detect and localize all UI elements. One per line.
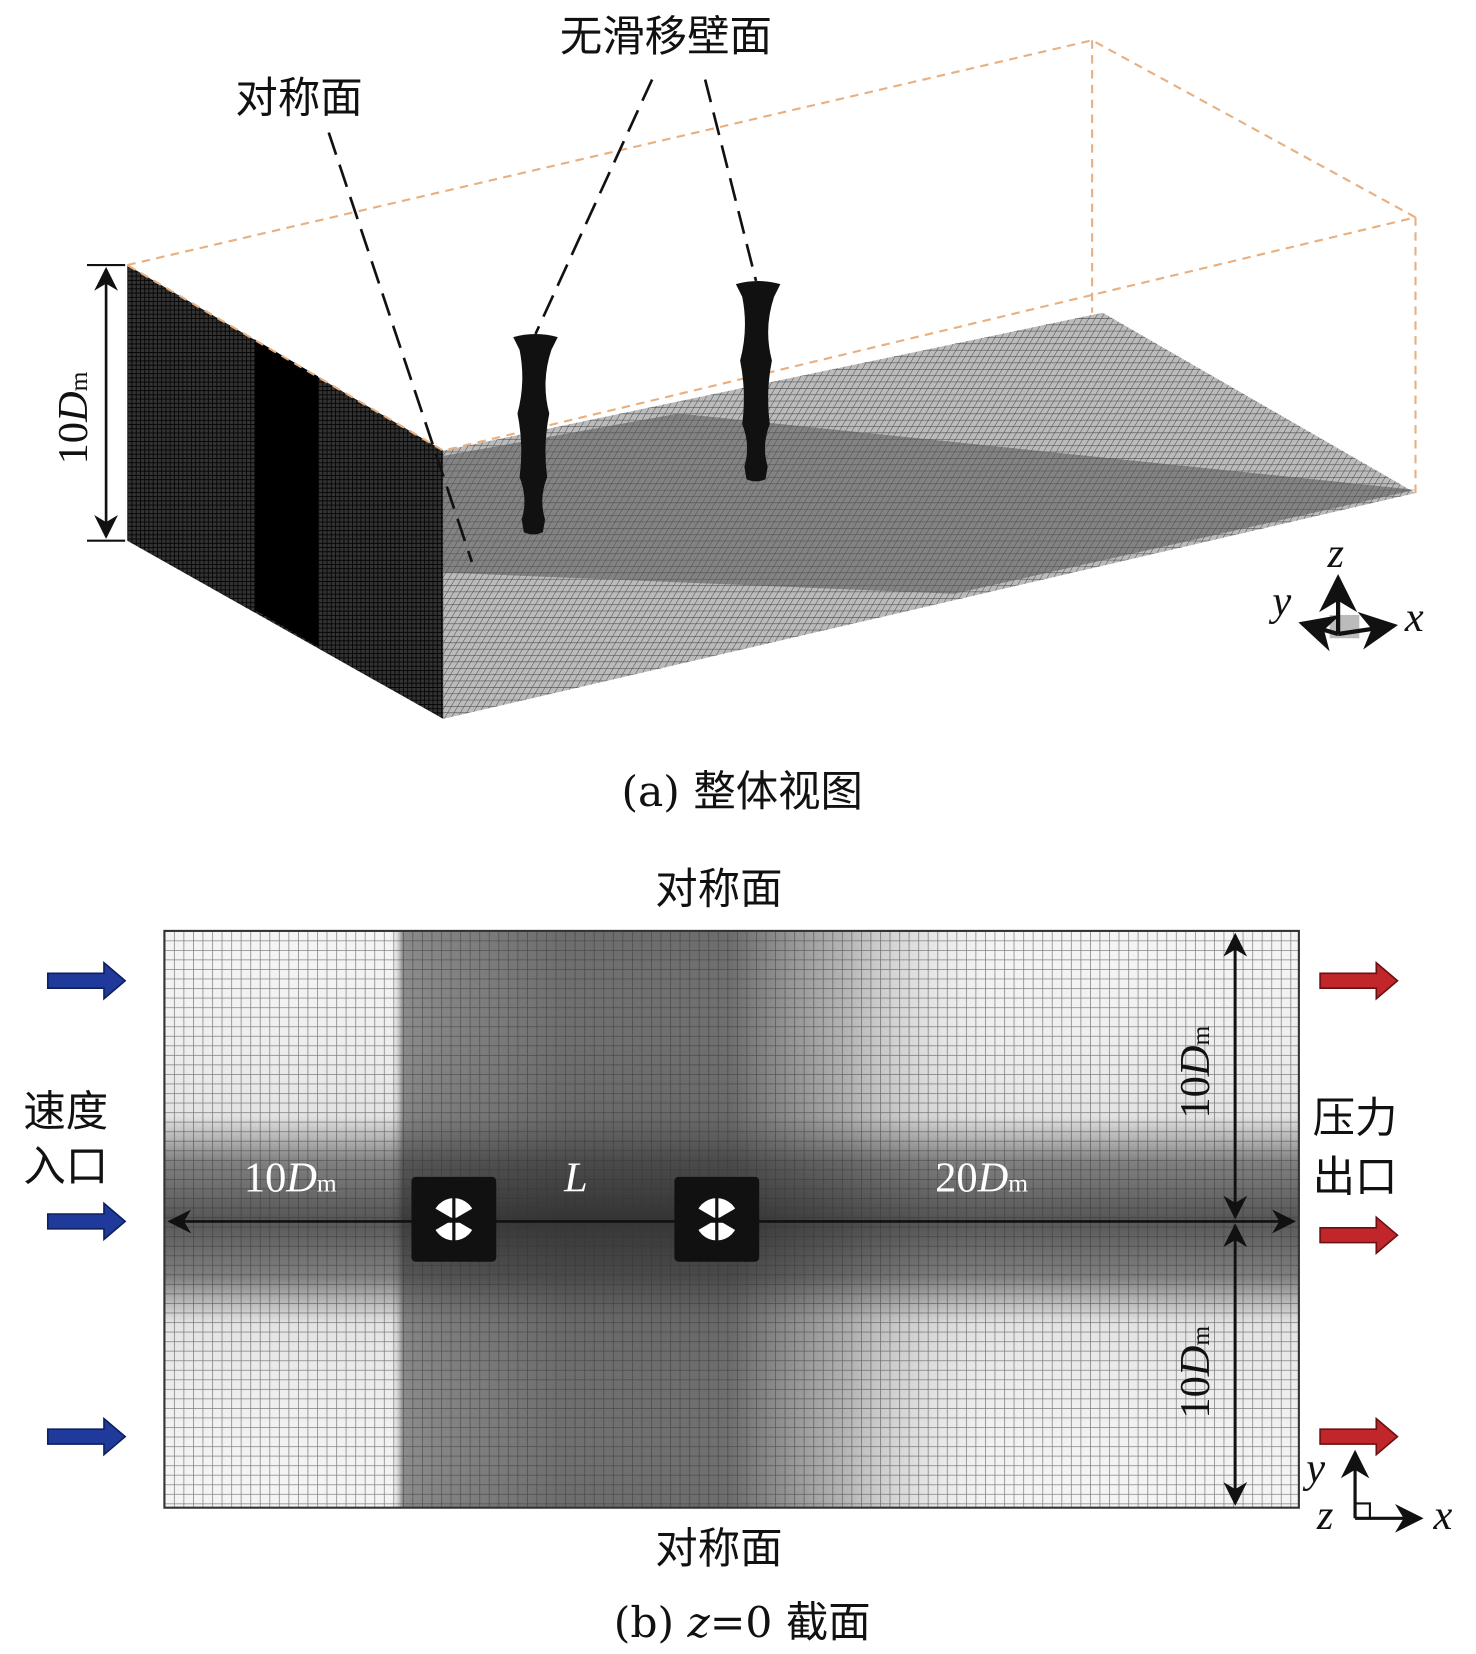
axis-y-label: y — [1268, 578, 1291, 625]
outlet-arrow-icon — [1319, 960, 1399, 1001]
leader-lines — [327, 78, 758, 563]
dim-upper-label: 10Dm — [1172, 1026, 1219, 1119]
panel-b-section: 对称面 10Dm L 20Dm 10Dm 10Dm — [23, 865, 1452, 1648]
cylinder-downstream — [735, 280, 781, 482]
inlet-label-line1: 速度 — [23, 1088, 108, 1137]
outlet-arrows — [1319, 960, 1399, 1457]
axis-x-label-2d: x — [1433, 1492, 1453, 1539]
outlet-label-line2: 出口 — [1313, 1154, 1398, 1203]
cylinder-section-upstream — [411, 1176, 497, 1262]
inlet-label-line2: 入口 — [23, 1143, 108, 1192]
outlet-arrow-icon — [1319, 1416, 1399, 1457]
axis-triad-2d: y z x — [1302, 1445, 1452, 1539]
axis-z-label-2d: z — [1316, 1492, 1334, 1539]
outlet-arrow-icon — [1319, 1215, 1399, 1255]
inlet-arrow-icon — [46, 960, 127, 1001]
caption-a: (a) 整体视图 — [621, 768, 862, 817]
label-top-symmetry: 对称面 — [655, 865, 782, 914]
axis-z-label: z — [1327, 530, 1345, 577]
axis-x-label: x — [1404, 594, 1424, 641]
domain-outline-dashed — [124, 39, 1419, 494]
panel-a-3d-view: 对称面 无滑移壁面 10Dm z y x (a) 整体视图 — [50, 13, 1424, 817]
label-bottom-symmetry: 对称面 — [655, 1525, 782, 1574]
dim-downstream-label: 20Dm — [935, 1155, 1028, 1202]
caption-b: (b) z=0 截面 — [614, 1599, 871, 1648]
cylinder-upstream — [513, 333, 558, 535]
inlet-arrows — [46, 960, 127, 1457]
dim-spacing-label: L — [563, 1155, 588, 1202]
cylinder-section-downstream — [674, 1176, 760, 1262]
label-symmetry-plane: 对称面 — [235, 74, 362, 123]
floor-wake-band — [443, 413, 1416, 594]
dim-lower-label: 10Dm — [1172, 1326, 1219, 1419]
dim-upstream-label: 10Dm — [244, 1155, 337, 1202]
axis-triad-3d: z y x — [1268, 530, 1424, 652]
inlet-face-dark-band — [254, 339, 319, 647]
inlet-arrow-icon — [46, 1201, 127, 1242]
label-no-slip-wall: 无滑移壁面 — [560, 13, 772, 62]
height-dimension-label: 10Dm — [50, 371, 97, 464]
inlet-arrow-icon — [46, 1416, 127, 1457]
axis-y-label-2d: y — [1302, 1445, 1325, 1492]
outlet-label-line1: 压力 — [1313, 1094, 1398, 1143]
